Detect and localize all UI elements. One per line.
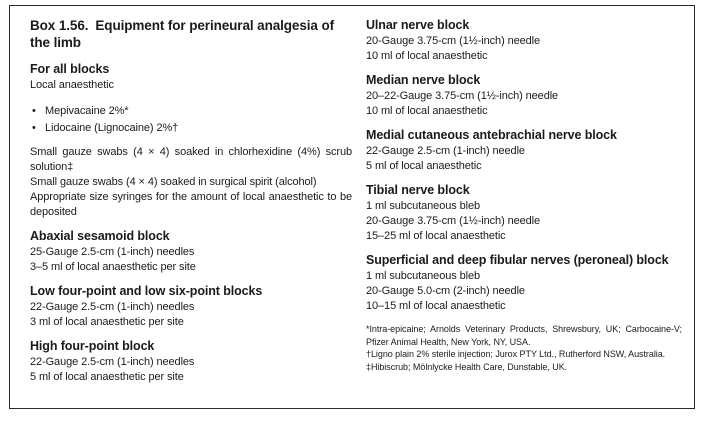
section-heading: Superficial and deep fibular nerves (per…	[366, 253, 669, 267]
equipment-box: Box 1.56.Equipment for perineural analge…	[9, 5, 695, 409]
section-line: 10 ml of local anaesthetic	[366, 105, 488, 117]
section-ulnar-nerve-block: Ulnar nerve block 20-Gauge 3.75-cm (1½-i…	[366, 17, 682, 64]
section-line: 10–15 ml of local anaesthetic	[366, 300, 506, 312]
section-line: 25-Gauge 2.5-cm (1-inch) needles	[30, 246, 195, 258]
right-column: Ulnar nerve block 20-Gauge 3.75-cm (1½-i…	[366, 17, 682, 402]
section-heading: Median nerve block	[366, 73, 481, 87]
section-line: Local anaesthetic	[30, 79, 114, 91]
section-heading: Medial cutaneous antebrachial nerve bloc…	[366, 128, 617, 142]
section-paragraph: Appropriate size syringes for the amount…	[30, 191, 352, 218]
section-median-nerve-block: Median nerve block 20–22-Gauge 3.75-cm (…	[366, 72, 682, 119]
section-line: 10 ml of local anaesthetic	[366, 50, 488, 62]
footnote: *Intra-epicaine; Arnolds Veterinary Prod…	[366, 324, 682, 347]
section-line: 5 ml of local anaesthetic	[366, 160, 482, 172]
bullet-item: Mepivacaine 2%*	[32, 103, 352, 120]
footnotes: *Intra-epicaine; Arnolds Veterinary Prod…	[366, 323, 682, 373]
section-line: 3–5 ml of local anaesthetic per site	[30, 261, 196, 273]
section-line: 22-Gauge 2.5-cm (1-inch) needles	[30, 301, 195, 313]
section-line: 1 ml subcutaneous bleb	[366, 270, 480, 282]
box-title: Box 1.56.Equipment for perineural analge…	[30, 17, 352, 51]
left-column: Box 1.56.Equipment for perineural analge…	[30, 17, 352, 402]
section-heading: Tibial nerve block	[366, 183, 470, 197]
section-for-all-blocks: For all blocks Local anaesthetic Mepivac…	[30, 61, 352, 220]
section-line: 1 ml subcutaneous bleb	[366, 200, 480, 212]
section-heading: Abaxial sesamoid block	[30, 229, 170, 243]
section-tibial-nerve-block: Tibial nerve block 1 ml subcutaneous ble…	[366, 182, 682, 244]
box-number: Box 1.56.	[30, 18, 89, 33]
box-title-text: Equipment for perineural analgesia of th…	[30, 18, 334, 50]
section-abaxial-sesamoid-block: Abaxial sesamoid block 25-Gauge 2.5-cm (…	[30, 228, 352, 275]
section-paragraph: Small gauze swabs (4 × 4) soaked in chlo…	[30, 146, 352, 173]
section-line: 20-Gauge 3.75-cm (1½-inch) needle	[366, 35, 541, 47]
section-line: 20-Gauge 3.75-cm (1½-inch) needle	[366, 215, 541, 227]
section-heading: Ulnar nerve block	[366, 18, 470, 32]
section-paragraph: Small gauze swabs (4 × 4) soaked in surg…	[30, 176, 317, 188]
section-line: 20–22-Gauge 3.75-cm (1½-inch) needle	[366, 90, 559, 102]
section-heading: High four-point block	[30, 339, 155, 353]
section-line: 22-Gauge 2.5-cm (1-inch) needle	[366, 145, 525, 157]
footnote: †Ligno plain 2% sterile injection; Jurox…	[366, 349, 666, 359]
section-medial-cutaneous-antebrachial-nerve-block: Medial cutaneous antebrachial nerve bloc…	[366, 127, 682, 174]
section-line: 5 ml of local anaesthetic per site	[30, 371, 184, 383]
section-heading: Low four-point and low six-point blocks	[30, 284, 263, 298]
section-superficial-deep-fibular-nerves-block: Superficial and deep fibular nerves (per…	[366, 252, 682, 314]
section-line: 22-Gauge 2.5-cm (1-inch) needles	[30, 356, 195, 368]
footnote: ‡Hibiscrub; Mölnlycke Health Care, Dunst…	[366, 361, 568, 372]
section-high-four-point-block: High four-point block 22-Gauge 2.5-cm (1…	[30, 338, 352, 385]
anaesthetic-bullet-list: Mepivacaine 2%* Lidocaine (Lignocaine) 2…	[32, 103, 352, 136]
section-heading: For all blocks	[30, 62, 110, 76]
section-low-four-point-block: Low four-point and low six-point blocks …	[30, 283, 352, 330]
section-line: 15–25 ml of local anaesthetic	[366, 230, 506, 242]
bullet-item: Lidocaine (Lignocaine) 2%†	[32, 120, 352, 137]
section-line: 20-Gauge 5.0-cm (2-inch) needle	[366, 285, 525, 297]
section-line: 3 ml of local anaesthetic per site	[30, 316, 184, 328]
